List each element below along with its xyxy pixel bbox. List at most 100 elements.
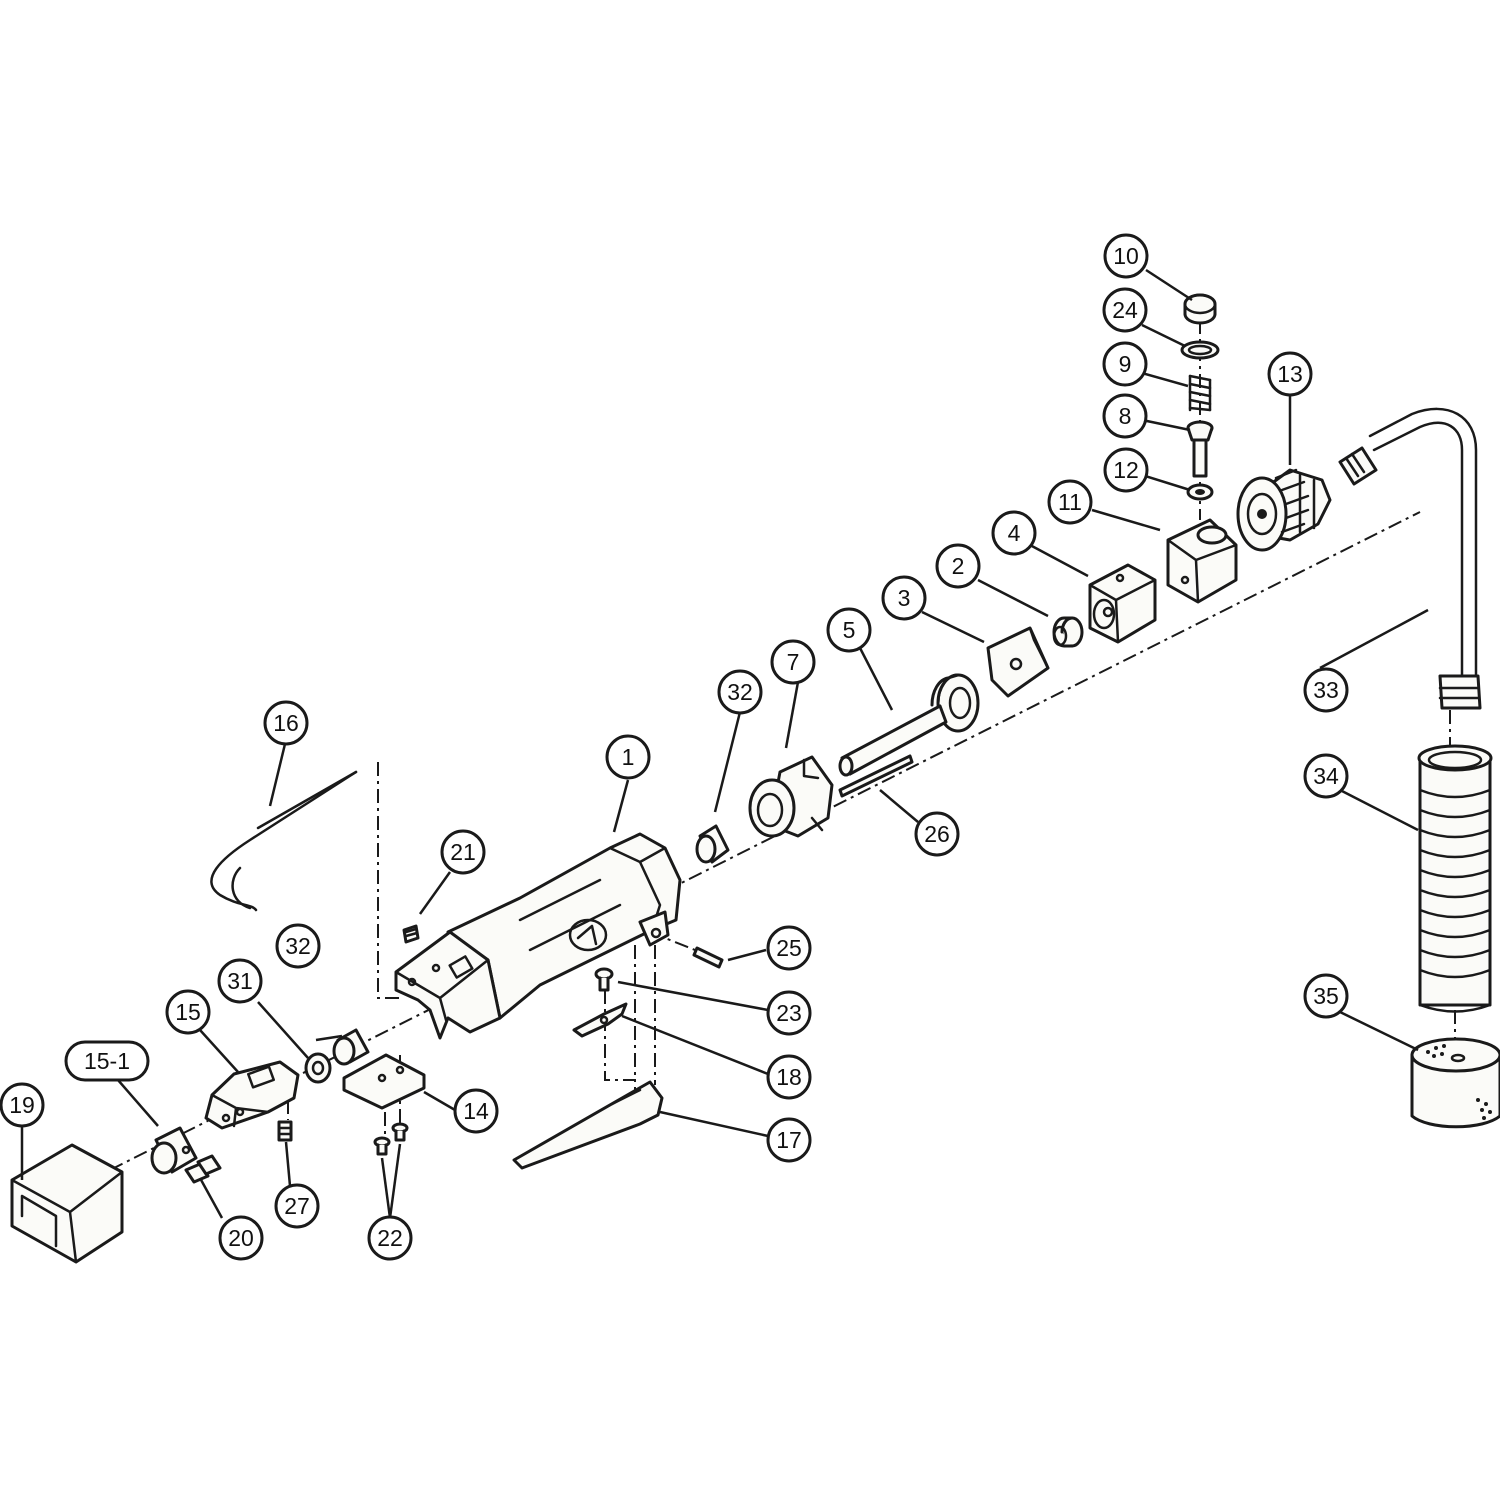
callout-label: 17 [776,1127,802,1153]
part-32-sleeve-upper [695,824,730,864]
part-13-back-cap [1236,468,1332,552]
part-4-cylinder [1088,563,1157,644]
callout-24: 24 [1102,287,1148,333]
callout-35: 35 [1303,973,1349,1019]
callout-label: 19 [9,1092,35,1118]
callout-23: 23 [766,990,812,1036]
callout-label: 34 [1313,763,1339,789]
part-18-clip [572,1002,628,1038]
callout-8: 8 [1102,393,1148,439]
part-32-sleeve-lower [332,1028,370,1066]
callout-label: 16 [273,710,299,736]
callout-label: 26 [924,821,950,847]
part-14-bracket [342,1053,426,1110]
part-17-lever [512,1080,664,1170]
leader-lines [20,268,1429,1219]
part-23-screw [594,967,614,992]
callout-5: 5 [826,607,872,653]
part-26-pin [838,754,914,798]
part-2-bushing [1052,616,1084,648]
callout-21: 21 [440,829,486,875]
callout-label: 8 [1119,403,1132,429]
part-5-piston [838,673,980,777]
callout-32-upper: 32 [717,669,763,715]
callout-label: 9 [1119,351,1132,377]
part-22-screws [373,1122,409,1156]
callout-label: 25 [776,935,802,961]
part-27-set-screw [277,1120,293,1142]
callout-34: 34 [1303,753,1349,799]
part-7-collar [748,755,834,838]
callout-label: 7 [787,649,800,675]
callout-label: 13 [1277,361,1303,387]
callout-label: 21 [450,839,476,865]
callout-label: 23 [776,1000,802,1026]
part-16-hex-key [210,770,358,912]
callout-17: 17 [766,1117,812,1163]
callout-1: 1 [605,734,651,780]
part-31-washer [304,1052,332,1084]
part-20-screws [184,1154,222,1184]
part-15-1-collar [150,1126,198,1175]
callout-3: 3 [881,575,927,621]
callout-20: 20 [218,1215,264,1261]
callout-label: 35 [1313,983,1339,1009]
callout-label: 27 [284,1193,310,1219]
callout-14: 14 [453,1088,499,1134]
part-12-washer [1186,483,1214,501]
callout-13: 13 [1267,351,1313,397]
assembly-axis-lines [109,320,1456,1171]
part-8-valve-stem [1186,420,1214,478]
callout-11: 11 [1047,479,1093,525]
callout-label: 15 [175,999,201,1025]
callout-2: 2 [935,543,981,589]
callout-label: 12 [1113,457,1139,483]
callout-label: 4 [1008,520,1021,546]
callout-7: 7 [770,639,816,685]
callout-16: 16 [263,700,309,746]
callout-25: 25 [766,925,812,971]
callout-label: 14 [463,1098,489,1124]
callout-27: 27 [274,1183,320,1229]
callout-label: 10 [1113,243,1139,269]
part-3-plate [986,626,1050,698]
callout-label: 32 [727,679,753,705]
callout-33: 33 [1303,667,1349,713]
callout-label: 22 [377,1225,403,1251]
callout-label: 18 [776,1064,802,1090]
callout-10: 10 [1103,233,1149,279]
callout-15: 15 [165,989,211,1035]
part-21-set-screw [402,924,420,944]
callout-label: 5 [843,617,856,643]
callout-32-lower: 32 [275,923,321,969]
part-35-muffler [1410,1037,1500,1129]
callout-22: 22 [367,1215,413,1261]
callout-label: 3 [898,585,911,611]
part-15-blade-holder [204,1060,300,1130]
callout-4: 4 [991,510,1037,556]
part-11-valve-body [1166,518,1238,604]
callout-9: 9 [1102,341,1148,387]
part-34-corrugated-sleeve [1417,744,1493,1013]
callout-31: 31 [217,958,263,1004]
part-10-cap [1183,293,1217,325]
callout-label: 15-1 [84,1048,130,1074]
callout-label: 20 [228,1225,254,1251]
callout-19: 19 [0,1082,45,1128]
part-24-o-ring [1180,340,1220,360]
callout-12: 12 [1103,447,1149,493]
callout-label: 33 [1313,677,1339,703]
part-33-air-hose [1338,407,1482,710]
callout-label: 32 [285,933,311,959]
callout-15-1: 15-1 [64,1040,150,1082]
part-19-guard [10,1143,124,1264]
callout-label: 2 [952,553,965,579]
part-25-spring-pin [692,946,724,969]
callout-26: 26 [914,811,960,857]
callout-label: 31 [227,968,253,994]
callout-18: 18 [766,1054,812,1100]
part-9-spring [1188,374,1212,412]
callout-label: 24 [1112,297,1138,323]
part-1-main-housing [394,832,682,1040]
